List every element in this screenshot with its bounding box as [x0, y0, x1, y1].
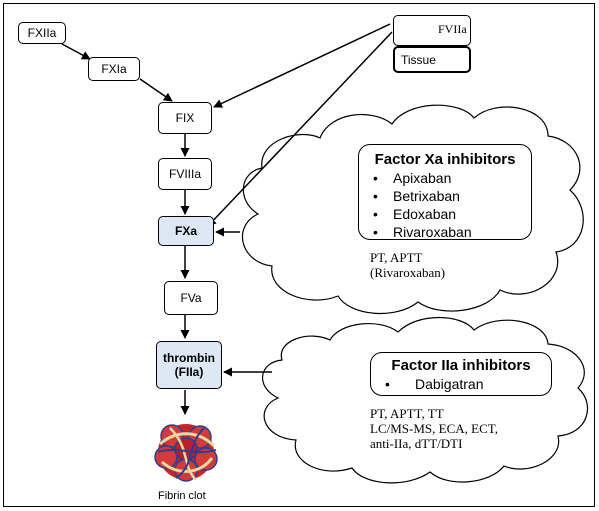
node-fix: FIX [158, 102, 212, 134]
xa-test-line: PT, APTT [370, 250, 423, 265]
iia-test-line: LC/MS-MS, ECA, ECT, [370, 421, 498, 436]
node-fva: FVa [164, 281, 218, 315]
fibrin-clot-image [154, 424, 218, 482]
node-thrombin: thrombin (FIIa) [156, 341, 222, 389]
arrow-fxiia-fxia [61, 43, 91, 60]
node-tissue: Tissue [393, 46, 471, 73]
node-thrombin-line2: (FIIa) [174, 365, 204, 379]
node-fviiia: FVIIIa [158, 158, 212, 190]
iia-inhibitors-title: Factor IIa inhibitors [391, 357, 531, 374]
node-fva-label: FVa [180, 291, 202, 305]
node-fxia: FXIa [88, 57, 140, 81]
iia-cloud [261, 316, 588, 484]
node-fix-label: FIX [175, 111, 195, 125]
xa-test-line: (Rivaroxaban) [370, 265, 446, 280]
xa-inhibitors-title: Factor Xa inhibitors [374, 151, 516, 168]
node-fviia-label: FVIIa [438, 22, 467, 36]
xa-drug-item: Rivaroxaban [359, 223, 531, 241]
iia-drug-list: Dabigatran [371, 375, 551, 393]
iia-drug-item: Dabigatran [371, 375, 551, 393]
iia-test-line: PT, APTT, TT [370, 406, 444, 421]
iia-inhibitors-panel: Factor IIa inhibitors Dabigatran [370, 352, 552, 396]
node-fxiia-label: FXIIa [27, 26, 57, 40]
xa-drug-list: Apixaban Betrixaban Edoxaban Rivaroxaban [359, 169, 531, 241]
arrow-fviia-fxa [207, 31, 393, 227]
node-fxia-label: FXIa [101, 62, 127, 76]
node-fviia: FVIIa [393, 15, 471, 46]
node-thrombin-line1: thrombin [163, 351, 215, 365]
diagram-frame [3, 3, 595, 507]
xa-tests: PT, APTT (Rivaroxaban) [370, 250, 445, 280]
node-fxiia: FXIIa [18, 22, 66, 44]
xa-inhibitors-panel: Factor Xa inhibitors Apixaban Betrixaban… [358, 144, 532, 241]
xa-drug-item: Apixaban [359, 169, 531, 187]
xa-drug-item: Betrixaban [359, 187, 531, 205]
node-tissue-label: Tissue [401, 52, 436, 67]
node-fxa-label: FXa [174, 224, 197, 238]
iia-tests: PT, APTT, TT LC/MS-MS, ECA, ECT, anti-II… [370, 406, 498, 451]
xa-drug-item: Edoxaban [359, 205, 531, 223]
node-fxa: FXa [158, 216, 214, 246]
iia-test-line: anti-IIa, dTT/DTI [370, 436, 463, 451]
arrow-fviia-fix [213, 23, 391, 108]
node-fviiia-label: FVIIIa [168, 167, 201, 181]
arrow-fxia-fix [139, 78, 173, 102]
fibrin-clot-label: Fibrin clot [158, 490, 206, 502]
